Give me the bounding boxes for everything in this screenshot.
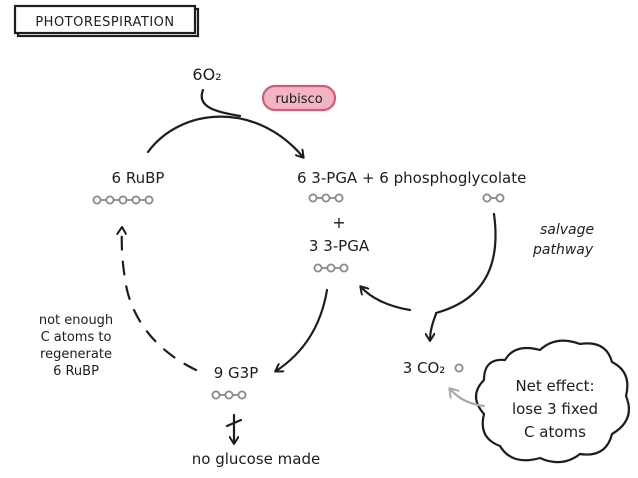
salvage-to-co2-arrow xyxy=(430,312,438,340)
blocked-mark xyxy=(225,418,243,428)
net-effect-line-1: Net effect: xyxy=(515,377,594,395)
salvage-line-2: pathway xyxy=(532,242,594,258)
carbon-atom xyxy=(495,193,505,203)
pga-products-label: 6 3-PGA + 6 phosphoglycolate xyxy=(297,169,526,187)
rubp-to-pga-arrow xyxy=(146,115,303,157)
net-effect-pointer xyxy=(450,389,486,408)
carbon-atom xyxy=(118,195,128,205)
carbon-atom xyxy=(326,263,336,273)
carbon-atom xyxy=(131,195,141,205)
no-glucose-label: no glucose made xyxy=(192,450,320,468)
rubp-chain xyxy=(92,195,154,205)
carbon-atom xyxy=(454,363,464,373)
carbon-atom xyxy=(308,193,318,203)
carbon-atom xyxy=(482,193,492,203)
not-enough-line-1: not enough xyxy=(39,313,113,328)
not-enough-line-4: 6 RuBP xyxy=(53,364,99,379)
co2-label: 3 CO₂ xyxy=(403,359,446,377)
not-enough-line-2: C atoms to xyxy=(41,330,112,345)
carbon-atom xyxy=(237,390,247,400)
g3p-label: 9 G3P xyxy=(214,364,259,382)
salvage-to-pga-arrow xyxy=(361,287,412,312)
carbon-atom xyxy=(211,390,221,400)
carbon-atom xyxy=(92,195,102,205)
o2-label: 6O₂ xyxy=(192,65,221,84)
plus-sign: + xyxy=(332,213,345,232)
diagram-title: PHOTORESPIRATION xyxy=(35,15,174,30)
net-effect-line-2: lose 3 fixed xyxy=(512,400,598,418)
carbon-atom xyxy=(105,195,115,205)
net-effect-line-3: C atoms xyxy=(524,423,586,441)
carbon-atom xyxy=(313,263,323,273)
carbon-atom xyxy=(224,390,234,400)
molecule-chains xyxy=(92,193,505,400)
not-enough-note: not enough C atoms to regenerate 6 RuBP xyxy=(39,313,113,379)
rubp-label: 6 RuBP xyxy=(112,169,165,187)
salvage-line-1: salvage xyxy=(540,222,594,238)
co2-molecule xyxy=(454,363,464,373)
g3p-to-rubp-dashed-arrow xyxy=(122,228,198,372)
cloud-shape xyxy=(474,339,630,464)
phosphoglycolate-chain xyxy=(482,193,505,203)
net-effect-cloud: Net effect: lose 3 fixed C atoms xyxy=(474,339,630,464)
not-enough-line-3: regenerate xyxy=(40,347,112,362)
pga3-to-g3p-arrow xyxy=(276,288,329,371)
pga3-chain xyxy=(313,263,349,273)
pga3-label: 3 3-PGA xyxy=(309,237,370,255)
pga-chain xyxy=(308,193,344,203)
rubisco-badge: rubisco xyxy=(261,84,337,112)
g3p-chain xyxy=(211,390,247,400)
rubisco-label: rubisco xyxy=(275,92,322,107)
carbon-atom xyxy=(339,263,349,273)
o2-input-arrow xyxy=(200,88,242,118)
salvage-pathway-note: salvage pathway xyxy=(532,222,594,258)
carbon-atom xyxy=(144,195,154,205)
salvage-curve xyxy=(434,212,497,315)
carbon-atom xyxy=(334,193,344,203)
carbon-atom xyxy=(321,193,331,203)
title-box: PHOTORESPIRATION xyxy=(13,4,200,38)
